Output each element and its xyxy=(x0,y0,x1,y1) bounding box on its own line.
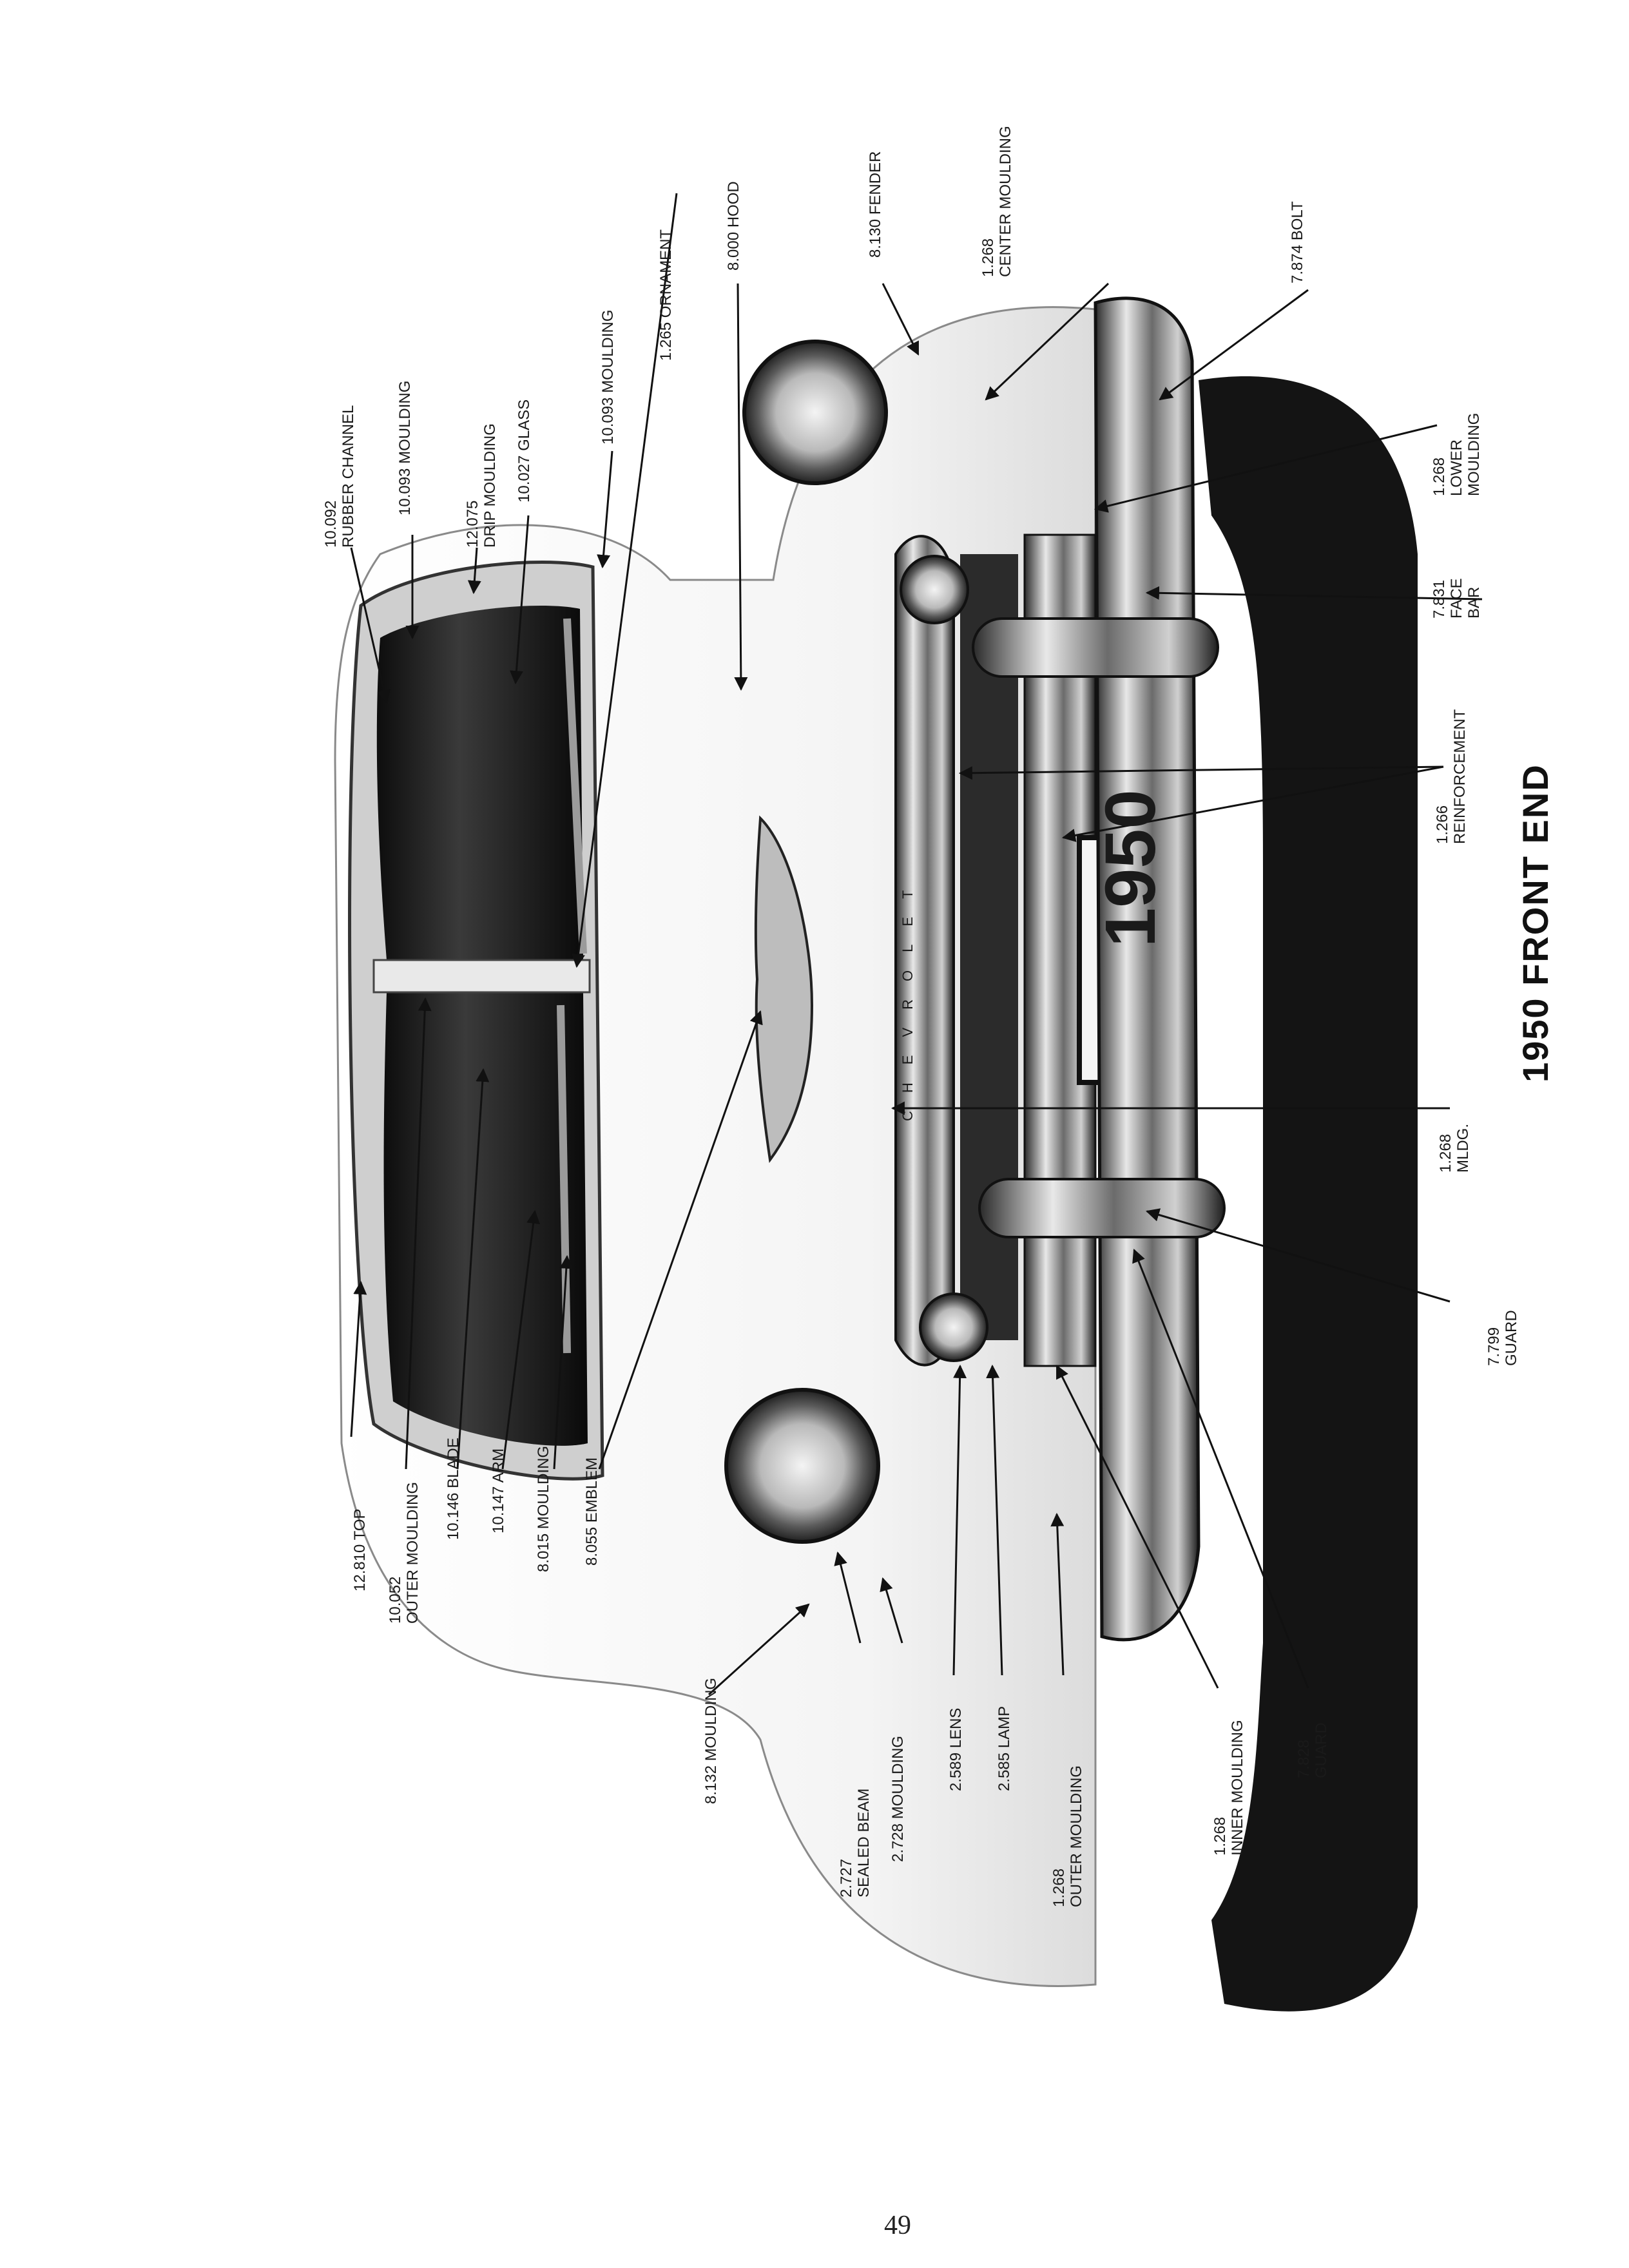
windshield-glass-right xyxy=(383,992,588,1446)
plate-text: 1950 xyxy=(1091,789,1170,947)
callout-line: 1.268 xyxy=(1211,1816,1229,1856)
parking-lamp-right xyxy=(900,555,969,624)
windshield-glass-left xyxy=(376,606,583,960)
callout-label-ornament: 1.265 ORNAMENT xyxy=(657,229,675,361)
callout-line: MLDG. xyxy=(1454,1123,1472,1173)
callout-line: OUTER MOULDING xyxy=(1068,1765,1085,1907)
callout-line: 12.075 xyxy=(464,500,481,548)
callout-line: 10.147 ARM xyxy=(490,1448,507,1533)
bumper-face-bar xyxy=(1094,296,1200,1642)
callout-line: RUBBER CHANNEL xyxy=(340,405,357,548)
callout-line: 2.727 xyxy=(838,1858,855,1898)
callout-line: 10.027 GLASS xyxy=(516,399,533,503)
callout-line: 8.055 EMBLEM xyxy=(583,1457,601,1566)
bumper-guard-left xyxy=(978,1178,1226,1238)
callout-line: 1.268 xyxy=(1437,1133,1454,1173)
callout-label-moulding-8132: 8.132 MOULDING xyxy=(702,1678,720,1804)
callout-line: FACE xyxy=(1448,578,1465,619)
callout-line: 10.146 BLADE xyxy=(445,1437,462,1540)
callout-line: 8.015 MOULDING xyxy=(535,1445,552,1572)
callout-line: 1.268 xyxy=(1050,1868,1068,1907)
callout-label-arm: 10.147 ARM xyxy=(490,1448,507,1533)
leader-lines xyxy=(350,193,1483,1696)
callout-label-moulding-10093-upper: 10.093 MOULDING xyxy=(396,381,414,515)
callout-label-hood: 8.000 HOOD xyxy=(725,181,742,271)
callout-line: CENTER MOULDING xyxy=(997,126,1014,277)
callout-line: 8.130 FENDER xyxy=(867,151,884,258)
bumper-guard-right xyxy=(972,617,1219,678)
wiper-right xyxy=(557,1004,571,1354)
callout-line: 10.093 MOULDING xyxy=(396,380,414,515)
callout-line: OUTER MOULDING xyxy=(404,1481,421,1624)
callout-line: 2.585 LAMP xyxy=(996,1706,1013,1791)
callout-label-lamp: 2.585 LAMP xyxy=(996,1706,1013,1791)
callout-label-blade: 10.146 BLADE xyxy=(445,1437,462,1540)
callout-line: 8.000 HOOD xyxy=(725,181,742,271)
wiper-left xyxy=(563,618,587,954)
callout-line: REINFORCEMENT xyxy=(1451,709,1469,844)
callout-line: 7.828 xyxy=(1295,1739,1313,1778)
callout-label-glass: 10.027 GLASS xyxy=(516,399,533,503)
callout-line: 2.589 LENS xyxy=(947,1707,965,1791)
callout-line: 1.266 xyxy=(1434,805,1451,844)
callout-line: 1.265 ORNAMENT xyxy=(657,229,675,361)
callout-line: INNER MOULDING xyxy=(1229,1720,1246,1856)
callout-line: 7.799 xyxy=(1485,1327,1503,1366)
callout-label-moulding-8015: 8.015 MOULDING xyxy=(535,1446,552,1572)
callout-line: 10.092 xyxy=(322,500,340,548)
callout-line: GUARD xyxy=(1313,1722,1330,1778)
callout-line: 8.132 MOULDING xyxy=(702,1677,720,1804)
callout-line: 2.728 MOULDING xyxy=(889,1735,907,1862)
callout-line: 1.268 xyxy=(979,238,997,277)
callout-line: LOWER xyxy=(1448,439,1465,496)
callout-label-top: 12.810 TOP xyxy=(351,1508,369,1591)
headlamp-right xyxy=(742,340,888,485)
callout-label-moulding-10093-lower: 10.093 MOULDING xyxy=(599,310,617,445)
grille-lettering: CHEVROLET xyxy=(900,872,916,1121)
hood-ornament xyxy=(754,815,814,1164)
callout-line: 7.831 xyxy=(1431,579,1448,619)
windshield-center-post xyxy=(372,959,591,994)
callout-line: SEALED BEAM xyxy=(855,1788,872,1898)
callout-label-fender: 8.130 FENDER xyxy=(867,151,884,258)
headlamp-left xyxy=(724,1388,880,1544)
callout-line: 10.052 xyxy=(387,1576,404,1624)
callout-line: BAR xyxy=(1465,586,1483,619)
callout-label-lens: 2.589 LENS xyxy=(947,1708,965,1791)
tire-shadow xyxy=(1199,376,1418,2012)
parking-lamp-left xyxy=(919,1293,988,1362)
callout-label-bolt: 7.874 BOLT xyxy=(1289,201,1306,284)
callout-line: 10.093 MOULDING xyxy=(599,309,617,445)
callout-line: MOULDING xyxy=(1465,412,1483,496)
callout-line: 7.874 BOLT xyxy=(1289,201,1306,284)
page-number: 49 xyxy=(884,2211,911,2240)
callout-line: GUARD xyxy=(1503,1310,1520,1366)
callout-line: 12.810 TOP xyxy=(351,1508,369,1591)
callout-line: 1.268 xyxy=(1431,457,1448,496)
callout-label-emblem: 8.055 EMBLEM xyxy=(583,1457,601,1566)
page-title: 1950 FRONT END xyxy=(1515,764,1556,1082)
callout-line: DRIP MOULDING xyxy=(481,423,499,548)
callout-label-moulding-2728: 2.728 MOULDING xyxy=(889,1736,907,1862)
